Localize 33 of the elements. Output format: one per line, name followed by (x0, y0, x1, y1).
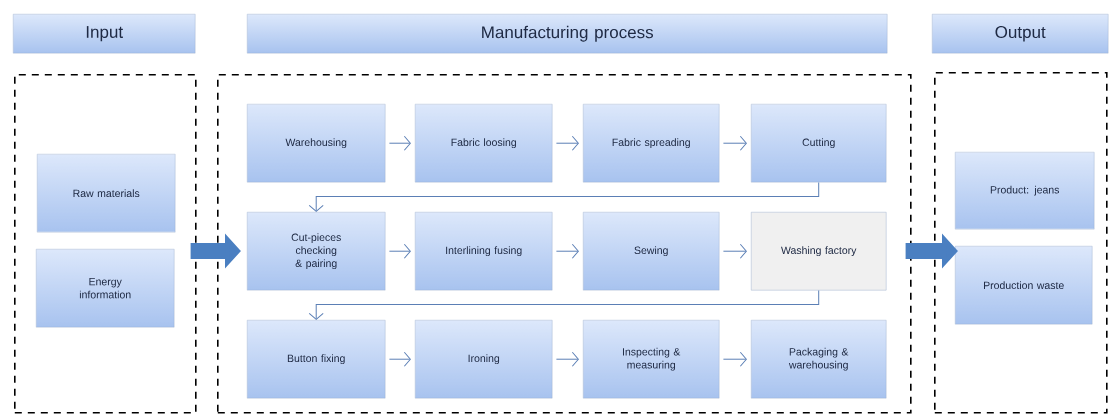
process-box: Energy information (36, 249, 175, 328)
process-box: Button fixing (247, 320, 386, 399)
process-box: Production waste (955, 246, 1093, 325)
process-box: Inspecting & measuring (583, 320, 720, 399)
arrow (555, 351, 579, 367)
arrow (388, 351, 411, 367)
process-box: Cut-pieces checking & pairing (247, 212, 386, 291)
process-box: Cutting (751, 104, 887, 183)
process-box: Interlining fusing (415, 212, 553, 291)
arrow (555, 243, 579, 259)
header-box: Output (932, 14, 1109, 54)
dashed-frame (217, 74, 912, 414)
process-box: Product: jeans (955, 152, 1095, 230)
header-box: Input (13, 14, 196, 54)
arrow (722, 135, 747, 151)
arrow (388, 243, 411, 259)
process-box: Fabric loosing (415, 104, 553, 183)
process-box: Sewing (583, 212, 720, 291)
arrow (555, 135, 579, 151)
process-box: Washing factory (751, 212, 887, 291)
elbow-arrow (308, 289, 820, 320)
process-box: Ironing (415, 320, 553, 399)
dashed-frame (934, 72, 1108, 414)
process-box: Warehousing (247, 104, 386, 183)
arrow (722, 243, 747, 259)
process-box: Fabric spreading (583, 104, 720, 183)
dashed-frame (14, 74, 197, 414)
elbow-arrow (308, 181, 820, 212)
process-box: Packaging & warehousing (751, 320, 887, 399)
process-box: Raw materials (37, 154, 176, 233)
arrow (388, 135, 411, 151)
header-box: Manufacturing process (247, 14, 888, 54)
arrow (722, 351, 747, 367)
